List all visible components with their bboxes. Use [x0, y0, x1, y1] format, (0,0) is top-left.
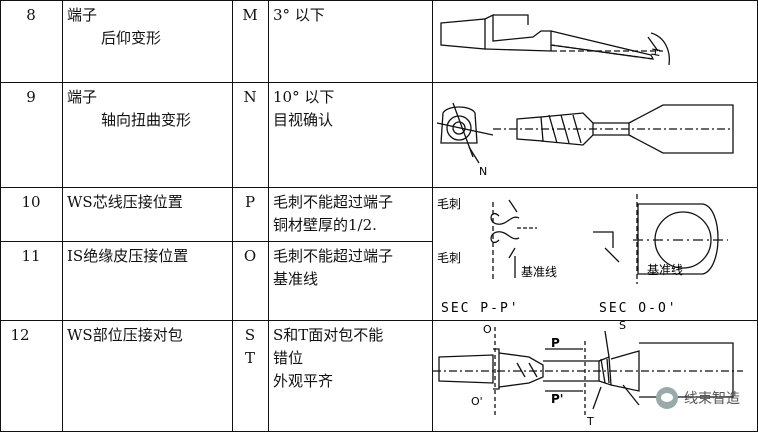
item-line: IS绝缘皮压接位置 — [67, 247, 189, 265]
item-line: WS部位压接对包 — [67, 326, 183, 344]
row-divider — [0, 82, 758, 83]
row-divider — [0, 187, 758, 188]
item-line: 后仰变形 — [101, 29, 162, 47]
burr-label: 毛刺 — [437, 197, 461, 211]
requirement: 10° 以下 目视确认 — [269, 86, 431, 132]
code-line: T — [244, 349, 255, 367]
face-t-label: T — [586, 415, 594, 428]
code: M — [232, 4, 268, 27]
col-divider — [0, 0, 1, 432]
item-name: 端子 轴向扭曲变形 — [63, 86, 231, 132]
item-line: 端子 — [67, 88, 98, 106]
row-number: 12 — [10, 326, 30, 344]
crimp-position-figure: 毛刺 毛刺 基准线 基准线 SEC P-P' SEC O-O' — [437, 194, 728, 316]
req-line: S和T面对包不能 — [273, 326, 384, 344]
angle-label: H — [649, 47, 663, 57]
col-divider — [232, 0, 233, 432]
item-line: 端子 — [67, 6, 98, 24]
req-line: 3° 以下 — [273, 6, 325, 24]
section-label: SEC P-P' — [441, 301, 520, 316]
code: P — [232, 191, 268, 214]
item-name: WS芯线压接位置 — [63, 191, 231, 214]
item-name: IS绝缘皮压接位置 — [63, 245, 231, 268]
section-p-label: P — [551, 336, 560, 350]
baseline-label: 基准线 — [647, 263, 683, 277]
code: S T — [232, 324, 268, 370]
req-line: 10° 以下 — [273, 88, 335, 106]
requirement: 毛刺不能超过端子 基准线 — [269, 245, 431, 291]
code-line: M — [242, 6, 258, 24]
requirement: 3° 以下 — [269, 4, 431, 27]
col-divider — [268, 0, 269, 432]
col-divider — [62, 0, 63, 432]
crimp-alignment-figure: O O' P P' S T — [433, 321, 743, 428]
req-line: 毛刺不能超过端子 — [273, 193, 394, 211]
row-number: 9 — [26, 88, 36, 106]
section-o2-label: O' — [471, 395, 483, 408]
code-line: O — [243, 247, 257, 265]
row-divider — [0, 320, 758, 321]
row-divider — [0, 241, 432, 242]
code-line: S — [244, 326, 256, 344]
item-line: 轴向扭曲变形 — [101, 111, 192, 129]
code: N — [232, 86, 268, 109]
req-line: 基准线 — [273, 270, 319, 288]
watermark-text: 线束智造 — [684, 391, 740, 407]
req-line: 铜材壁厚的1/2. — [273, 216, 377, 234]
burr-label: 毛刺 — [437, 251, 461, 265]
face-s-label: S — [619, 321, 626, 332]
item-name: WS部位压接对包 — [63, 324, 231, 347]
req-line: 毛刺不能超过端子 — [273, 247, 394, 265]
item-name: 端子 后仰变形 — [63, 4, 231, 50]
code-line: P — [244, 193, 256, 211]
terminal-bend-figure: H — [440, 13, 671, 66]
row-number: 11 — [21, 247, 41, 265]
section-o-label: O — [483, 323, 492, 336]
wechat-icon — [656, 387, 678, 409]
row-number: 8 — [26, 6, 36, 24]
req-line: 错位 — [273, 349, 304, 367]
item-line: WS芯线压接位置 — [67, 193, 183, 211]
row-number: 10 — [21, 193, 41, 211]
section-p2-label: P' — [551, 392, 563, 406]
req-line: 外观平齐 — [273, 372, 334, 390]
watermark: 线束智造 — [656, 387, 740, 409]
row-divider — [0, 0, 758, 1]
baseline-label: 基准线 — [521, 265, 557, 279]
col-divider — [432, 0, 433, 432]
twist-label: N — [479, 165, 487, 178]
code: O — [232, 245, 268, 268]
req-line: 目视确认 — [273, 111, 334, 129]
axial-twist-figure: N — [436, 102, 734, 178]
code-line: N — [243, 88, 257, 106]
requirement: 毛刺不能超过端子 铜材壁厚的1/2. — [269, 191, 431, 237]
section-label: SEC O-O' — [599, 301, 678, 316]
requirement: S和T面对包不能 错位 外观平齐 — [269, 324, 431, 393]
